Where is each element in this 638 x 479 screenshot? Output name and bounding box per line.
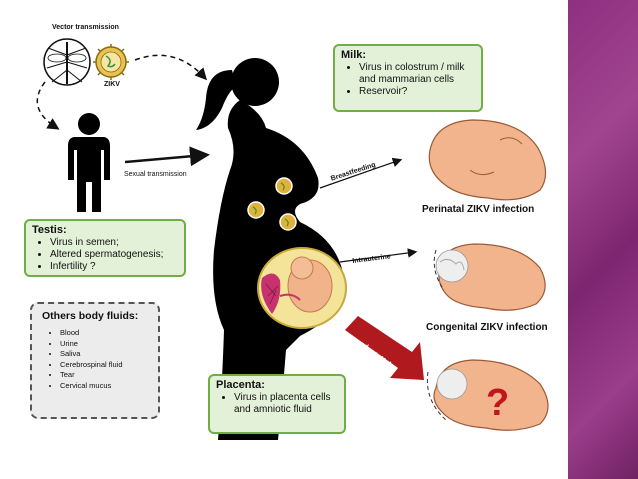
others-item: Cerebrospinal fluid [60, 360, 158, 371]
placenta-title: Placenta: [216, 379, 265, 391]
others-title: Others body fluids: [42, 310, 139, 322]
others-body-fluids-box: Others body fluids: Blood Urine Saliva C… [30, 302, 160, 419]
testis-title: Testis: [32, 224, 67, 236]
testis-item: Altered spermatogenesis; [50, 249, 178, 261]
zikv-label: ZIKV [104, 81, 120, 88]
breast-virus-icon [247, 177, 297, 231]
placenta-box: Placenta: Virus in placenta cells and am… [208, 374, 346, 434]
mosquito-icon [43, 38, 91, 86]
breastfeeding-arrow [319, 157, 403, 189]
others-item: Saliva [60, 349, 158, 360]
others-item: Blood [60, 328, 158, 339]
milk-box: Milk: Virus in colostrum / milk and mamm… [333, 44, 483, 112]
testis-box: Testis: Virus in semen; Altered spermato… [24, 219, 186, 277]
placenta-item: Virus in placenta cells and amniotic flu… [234, 392, 338, 416]
perinatal-baby-icon [428, 119, 547, 201]
milk-item: Virus in colostrum / milk and mammarian … [359, 62, 475, 86]
milk-title: Milk: [341, 49, 367, 61]
vector-transmission-label: Vector transmission [52, 24, 119, 31]
congenital-caption: Congenital ZIKV infection [426, 322, 548, 333]
testis-item: Infertility ? [50, 261, 178, 273]
man-silhouette [68, 113, 110, 212]
others-item: Tear [60, 370, 158, 381]
testis-item: Virus in semen; [50, 237, 178, 249]
others-item: Cervical mucus [60, 381, 158, 392]
congenital-baby-icon [433, 243, 546, 311]
sexual-transmission-arrow [124, 146, 210, 167]
sexual-transmission-label: Sexual transmission [124, 171, 187, 178]
milk-item: Reservoir? [359, 86, 475, 98]
perinatal-caption: Perinatal ZIKV infection [422, 204, 535, 215]
second-child-baby-icon [426, 359, 549, 431]
others-item: Urine [60, 339, 158, 350]
second-child-arrow [345, 316, 424, 380]
uterus-fetus-icon [257, 247, 347, 329]
transmission-diagram [36, 38, 549, 440]
vector-arrow-to-woman [134, 54, 208, 81]
side-stripe [568, 0, 638, 479]
vector-arrow-to-man [36, 81, 60, 130]
question-mark: ? [486, 382, 510, 424]
zikv-virus-icon [93, 44, 129, 80]
intrauterine-arrow [339, 248, 418, 263]
